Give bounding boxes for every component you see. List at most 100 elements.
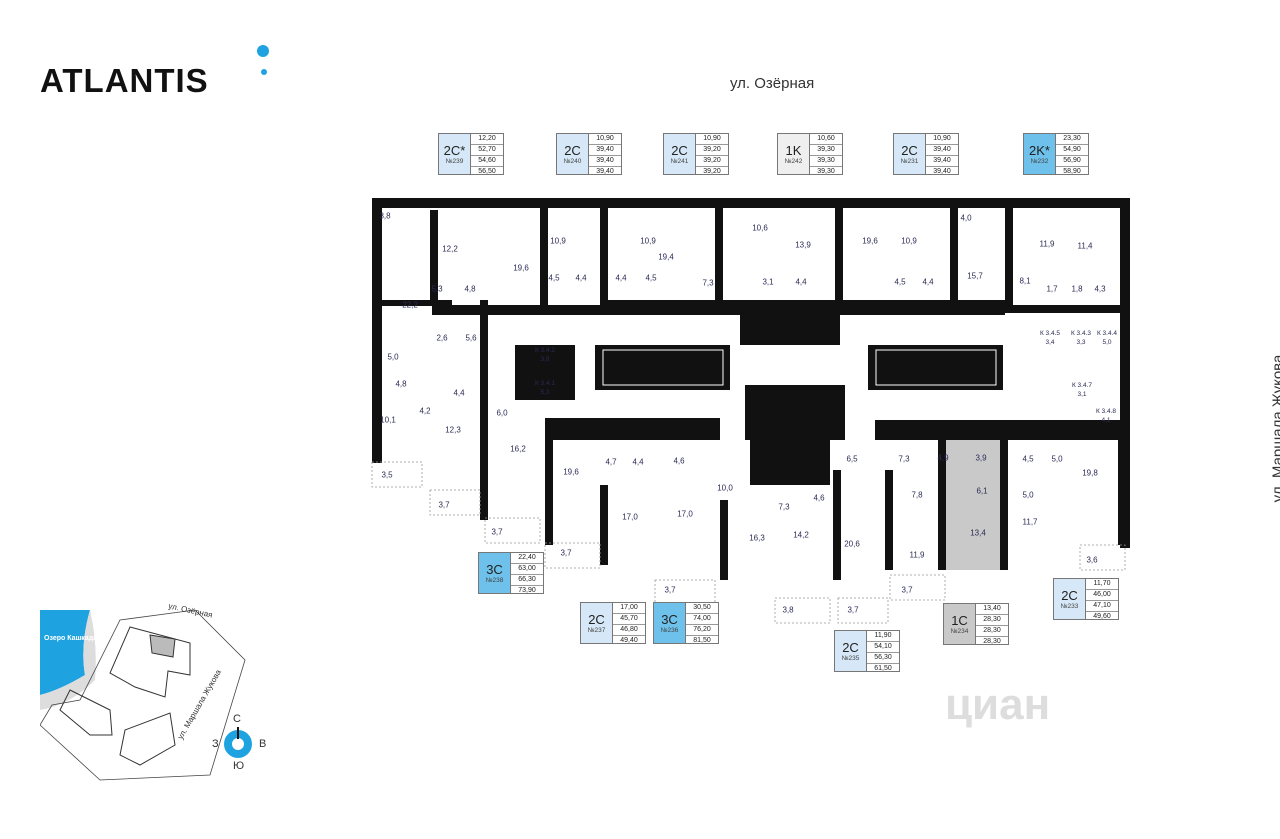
room-area-label: 4,8 bbox=[395, 379, 407, 389]
room-area-label: 19,4 bbox=[658, 252, 674, 262]
room-area-label: 7,3 bbox=[898, 454, 910, 464]
area-value: 74,00 bbox=[686, 614, 718, 625]
room-area-label: 4,4 bbox=[575, 273, 587, 283]
apartment-type: 2C bbox=[671, 143, 688, 158]
room-area-label: 19,6 bbox=[862, 236, 878, 246]
apartment-type-cell: 2K*№232 bbox=[1024, 134, 1056, 174]
area-value: 66,30 bbox=[511, 575, 543, 586]
room-area-label: 15,7 bbox=[967, 271, 983, 281]
area-value: 46,00 bbox=[1086, 590, 1118, 601]
room-area-label: 17,0 bbox=[677, 509, 693, 519]
room-area-label: 5,0 bbox=[1022, 490, 1034, 500]
storage-area: 3,1 bbox=[1077, 391, 1087, 398]
compass-north: С bbox=[233, 713, 241, 725]
apartment-type: 2C* bbox=[443, 143, 466, 158]
storage-area: 4,1 bbox=[1101, 417, 1111, 424]
compass-needle bbox=[237, 727, 239, 739]
area-value: 45,70 bbox=[613, 614, 645, 625]
room-area-label: 19,6 bbox=[513, 263, 529, 273]
storage-area: 5,3 bbox=[540, 389, 550, 396]
area-value: 10,90 bbox=[589, 134, 621, 145]
area-value: 56,50 bbox=[478, 168, 496, 175]
room-area-label: 3,5 bbox=[381, 470, 393, 480]
room-area-label: 10,0 bbox=[717, 483, 733, 493]
area-value: 28,30 bbox=[983, 638, 1001, 645]
apartment-number: №235 bbox=[841, 655, 860, 662]
area-value: 17,00 bbox=[613, 603, 645, 614]
room-area-label: 3,7 bbox=[901, 585, 913, 595]
apartment-number: №233 bbox=[1060, 603, 1079, 610]
room-area-label: 17,0 bbox=[622, 512, 638, 522]
area-value: 46,80 bbox=[613, 625, 645, 636]
area-value: 22,40 bbox=[511, 553, 543, 564]
room-area-label: 4,7 bbox=[605, 457, 617, 467]
area-value: 28,30 bbox=[976, 626, 1008, 637]
apartment-type: 2C bbox=[588, 612, 605, 627]
apartment-type: 1C bbox=[951, 613, 968, 628]
room-area-label: 19,6 bbox=[563, 467, 579, 477]
room-area-label: 11,4 bbox=[1077, 241, 1093, 251]
area-value: 56,90 bbox=[1056, 156, 1088, 167]
area-value: 39,20 bbox=[696, 145, 728, 156]
room-area-label: 10,9 bbox=[550, 236, 566, 246]
room-area-label: 10,9 bbox=[901, 236, 917, 246]
area-value: 73,90 bbox=[518, 587, 536, 594]
apartment-type: 2C bbox=[842, 640, 859, 655]
room-area-label: 10,6 bbox=[752, 223, 768, 233]
area-value: 39,40 bbox=[589, 145, 621, 156]
area-value: 56,30 bbox=[867, 653, 899, 664]
watermark: циан bbox=[945, 680, 1051, 729]
room-area-label: 20,6 bbox=[844, 539, 860, 549]
compass-west: З bbox=[212, 738, 219, 750]
apartment-type: 2C bbox=[1061, 588, 1078, 603]
area-value: 39,40 bbox=[933, 168, 951, 175]
area-value: 39,40 bbox=[926, 145, 958, 156]
storage-area: 3,9 bbox=[540, 356, 550, 363]
room-area-label: 6,5 bbox=[846, 454, 858, 464]
room-area-label: 3,7 bbox=[847, 605, 859, 615]
room-area-label: 4,5 bbox=[1022, 454, 1034, 464]
area-value: 58,90 bbox=[1063, 168, 1081, 175]
room-area-label: 6,1 bbox=[976, 486, 988, 496]
apartment-number: №239 bbox=[445, 158, 464, 165]
apartment-number: №231 bbox=[900, 158, 919, 165]
room-area-label: 13,9 bbox=[795, 240, 811, 250]
room-area-label: 4,2 bbox=[419, 406, 431, 416]
area-value: 13,40 bbox=[976, 604, 1008, 615]
area-value: 81,50 bbox=[693, 637, 711, 644]
room-area-label: 19,8 bbox=[1082, 468, 1098, 478]
storage-code: К 3.4.3 bbox=[1070, 330, 1092, 337]
area-value: 23,30 bbox=[1056, 134, 1088, 145]
apartment-number: №236 bbox=[660, 627, 679, 634]
room-area-label: 3,1 bbox=[762, 277, 774, 287]
apartment-number: №241 bbox=[670, 158, 689, 165]
apartment-type: 2C bbox=[564, 143, 581, 158]
apartment-type: 1K bbox=[785, 143, 802, 158]
